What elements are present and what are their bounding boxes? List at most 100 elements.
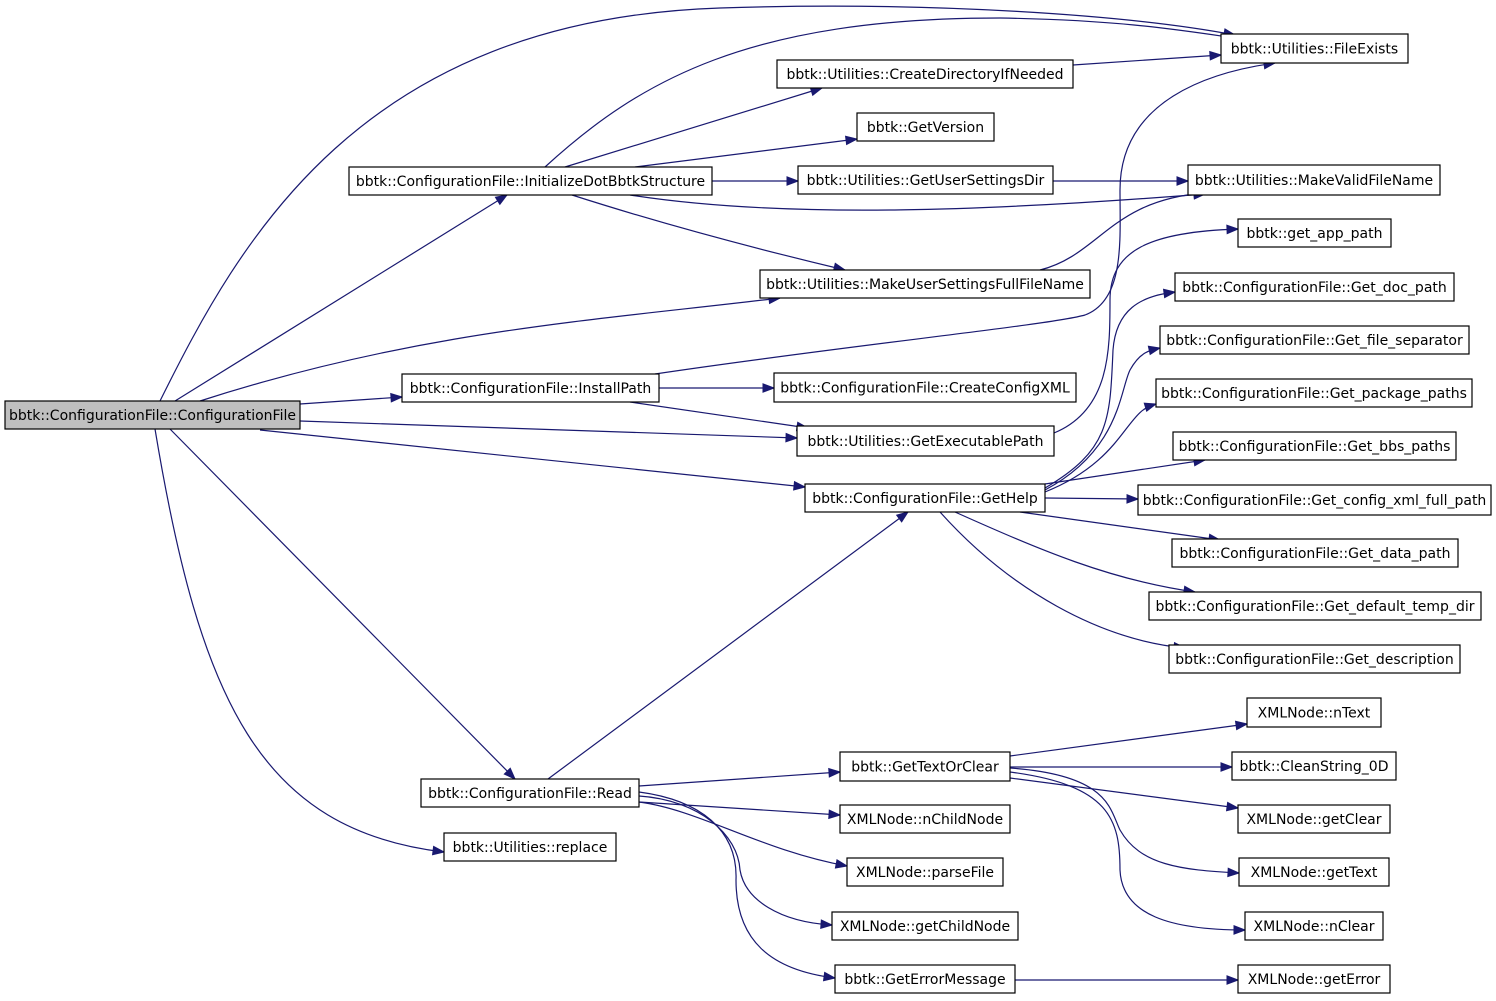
node-cfgxml[interactable]: bbtk::ConfigurationFile::Get_config_xml_…: [1137, 484, 1492, 516]
edge-line: [1044, 291, 1176, 489]
arrowhead-icon: [1147, 345, 1162, 356]
node-read[interactable]: bbtk::ConfigurationFile::Read: [420, 778, 640, 808]
node-nclear[interactable]: XMLNode::nClear: [1244, 911, 1384, 941]
edge-help-to-desc: [939, 511, 1187, 652]
edge-read-to-parse: [638, 801, 849, 869]
edge-cf-to-inst: [299, 392, 404, 405]
node-label: bbtk::Utilities::MakeUserSettingsFullFil…: [766, 277, 1084, 293]
edge-init-to-fexists: [544, 17, 1237, 168]
node-label: bbtk::get_app_path: [1247, 226, 1383, 242]
edge-help-to-pkgp: [1044, 402, 1158, 493]
edge-cf-to-init: [174, 194, 509, 402]
edge-read-to-gchild: [638, 795, 834, 930]
node-box: [1237, 218, 1392, 248]
arrowhead-icon: [786, 176, 800, 186]
node-gtext[interactable]: XMLNode::getText: [1238, 857, 1390, 887]
edge-gtoc-to-clean: [1010, 762, 1234, 772]
node-desc[interactable]: bbtk::ConfigurationFile::Get_description: [1168, 644, 1461, 674]
edge-line: [299, 420, 798, 439]
node-box: [846, 857, 1004, 887]
edge-gtoc-to-gtext: [1009, 767, 1241, 878]
arrowhead-icon: [895, 511, 910, 523]
edge-line: [629, 401, 809, 429]
arrowhead-icon: [1143, 402, 1158, 413]
edge-line: [939, 511, 1186, 649]
node-ntext[interactable]: XMLNode::nText: [1246, 697, 1382, 728]
node-gchild[interactable]: XMLNode::getChildNode: [831, 911, 1019, 941]
node-box: [831, 911, 1019, 941]
edge-line: [1072, 54, 1222, 66]
arrowhead-icon: [828, 809, 842, 820]
node-label: bbtk::ConfigurationFile::Get_description: [1175, 652, 1453, 668]
node-pkgp[interactable]: bbtk::ConfigurationFile::Get_package_pat…: [1155, 378, 1473, 408]
node-label: XMLNode::getError: [1248, 972, 1381, 988]
edge-help-to-bbsp: [1044, 456, 1207, 485]
node-ccxml[interactable]: bbtk::ConfigurationFile::CreateConfigXML: [773, 372, 1077, 403]
node-mkuser[interactable]: bbtk::Utilities::MakeUserSettingsFullFil…: [759, 269, 1091, 299]
nodes-layer: bbtk::ConfigurationFile::ConfigurationFi…: [4, 33, 1492, 994]
arrowhead-icon: [822, 971, 837, 982]
node-tmpd[interactable]: bbtk::ConfigurationFile::Get_default_tem…: [1148, 591, 1482, 621]
node-repl[interactable]: bbtk::Utilities::replace: [443, 832, 617, 862]
arrowhead-icon: [1226, 975, 1240, 985]
node-cdir[interactable]: bbtk::Utilities::CreateDirectoryIfNeeded: [776, 59, 1074, 89]
edge-init-to-usdir: [712, 176, 800, 186]
edges-layer: [154, 5, 1277, 985]
node-box: [4, 400, 301, 430]
node-box: [1171, 538, 1459, 568]
node-label: XMLNode::nText: [1258, 706, 1371, 722]
node-gerrm[interactable]: bbtk::GetErrorMessage: [834, 964, 1016, 994]
node-label: bbtk::ConfigurationFile::InstallPath: [410, 381, 652, 397]
node-box: [1238, 857, 1390, 887]
edge-exec-to-apppath: [1053, 224, 1240, 434]
node-fsep[interactable]: bbtk::ConfigurationFile::Get_file_separa…: [1159, 325, 1470, 355]
node-box: [839, 804, 1011, 834]
arrowhead-icon: [834, 859, 849, 869]
node-label: XMLNode::getText: [1251, 865, 1378, 881]
node-box: [1159, 325, 1470, 355]
node-box: [1137, 484, 1492, 516]
node-usdir[interactable]: bbtk::Utilities::GetUserSettingsDir: [797, 165, 1054, 195]
arrowhead-icon: [828, 767, 842, 778]
node-mkvalid[interactable]: bbtk::Utilities::MakeValidFileName: [1187, 164, 1441, 196]
node-datap[interactable]: bbtk::ConfigurationFile::Get_data_path: [1171, 538, 1459, 568]
node-label: bbtk::ConfigurationFile::InitializeDotBb…: [356, 174, 705, 190]
node-fexists[interactable]: bbtk::Utilities::FileExists: [1220, 33, 1409, 64]
node-box: [420, 778, 640, 808]
arrowhead-icon: [431, 845, 446, 856]
node-gclear[interactable]: XMLNode::getClear: [1237, 804, 1391, 834]
edge-line: [638, 791, 836, 979]
node-box: [773, 372, 1077, 403]
node-exec[interactable]: bbtk::Utilities::GetExecutablePath: [796, 425, 1055, 457]
node-label: bbtk::GetVersion: [867, 120, 984, 136]
node-parse[interactable]: XMLNode::parseFile: [846, 857, 1004, 887]
node-ver[interactable]: bbtk::GetVersion: [856, 112, 995, 142]
edge-line: [1039, 192, 1206, 271]
node-clean[interactable]: bbtk::CleanString_0D: [1231, 751, 1397, 781]
edge-line: [547, 511, 909, 780]
edge-help-to-cfgxml: [1044, 493, 1140, 504]
node-help[interactable]: bbtk::ConfigurationFile::GetHelp: [804, 483, 1046, 513]
arrowhead-icon: [820, 919, 834, 930]
edge-line: [638, 795, 833, 926]
node-label: XMLNode::nClear: [1254, 919, 1375, 935]
node-box: [776, 59, 1074, 89]
node-nchild[interactable]: XMLNode::nChildNode: [839, 804, 1011, 834]
edge-inst-to-ccxml: [659, 383, 776, 393]
node-label: bbtk::ConfigurationFile::Get_default_tem…: [1156, 599, 1475, 615]
edge-gtoc-to-ntext: [1009, 720, 1249, 757]
node-cf[interactable]: bbtk::ConfigurationFile::ConfigurationFi…: [4, 400, 301, 430]
node-apppath[interactable]: bbtk::get_app_path: [1237, 218, 1392, 248]
edge-line: [544, 17, 1236, 168]
arrowhead-icon: [494, 194, 509, 206]
node-bbsp[interactable]: bbtk::ConfigurationFile::Get_bbs_paths: [1172, 431, 1457, 461]
node-gtoc[interactable]: bbtk::GetTextOrClear: [839, 751, 1011, 782]
node-gerror[interactable]: XMLNode::getError: [1237, 964, 1391, 994]
node-label: bbtk::Utilities::GetUserSettingsDir: [807, 173, 1045, 189]
node-init[interactable]: bbtk::ConfigurationFile::InitializeDotBb…: [348, 166, 713, 196]
node-inst[interactable]: bbtk::ConfigurationFile::InstallPath: [401, 373, 660, 403]
edge-inst-to-exec: [629, 401, 810, 432]
node-box: [856, 112, 995, 142]
node-docpath[interactable]: bbtk::ConfigurationFile::Get_doc_path: [1174, 272, 1455, 302]
